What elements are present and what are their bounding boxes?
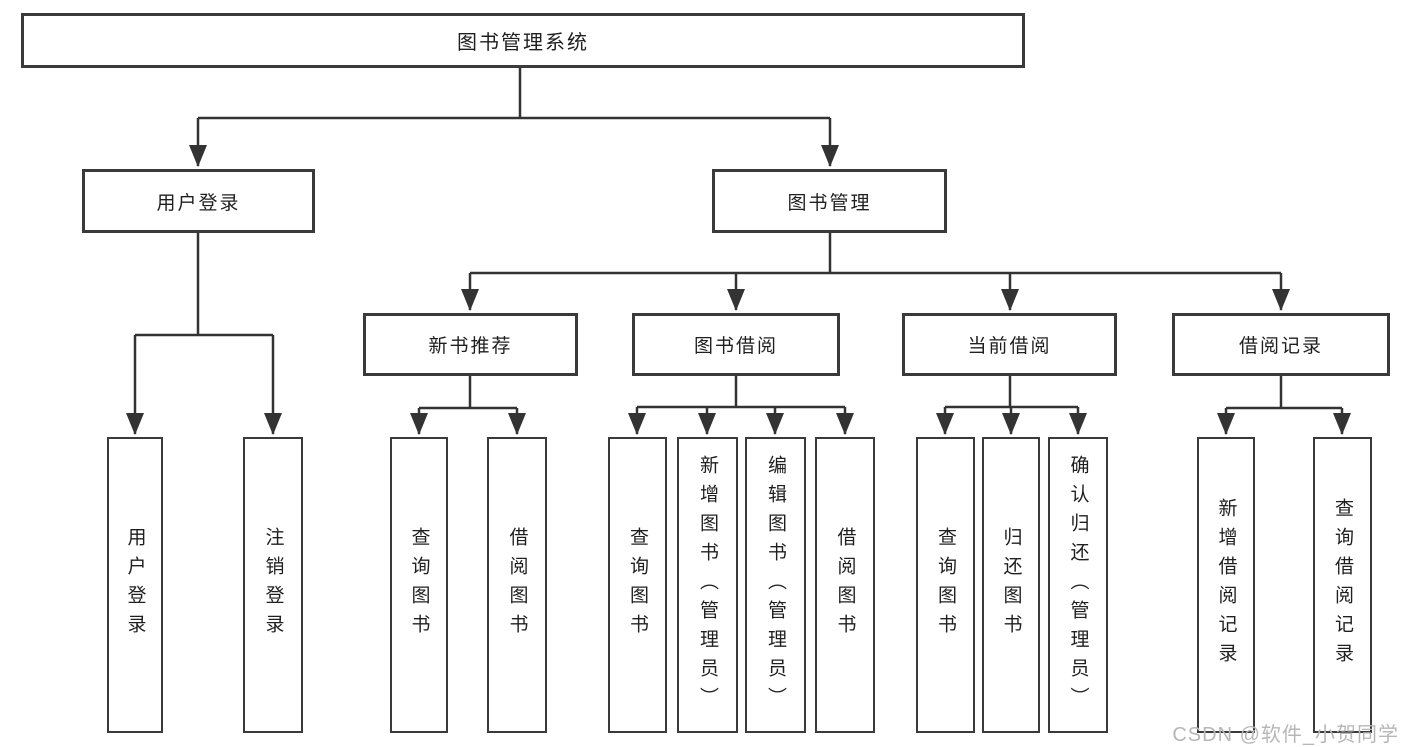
leaf-label: 归还图书 — [1000, 527, 1022, 643]
node-label: 当前借阅 — [967, 336, 1052, 357]
node-label: 借阅记录 — [1238, 336, 1323, 357]
leaf-query-borrow-record: 查询借阅记录 — [1313, 437, 1372, 733]
leaf-edit-book-admin: 编辑图书（管理员） — [745, 437, 806, 733]
leaf-label: 用户登录 — [124, 527, 146, 643]
leaf-user-login: 用户登录 — [107, 437, 163, 733]
node-current-borrow: 当前借阅 — [902, 313, 1117, 376]
leaf-query-books-recommend: 查询图书 — [390, 437, 448, 733]
csdn-watermark: CSDN @软件_小贺同学 — [1172, 724, 1399, 746]
node-book-management: 图书管理 — [712, 169, 947, 233]
leaf-query-books-current: 查询图书 — [916, 437, 975, 733]
node-user-login: 用户登录 — [82, 169, 315, 233]
node-new-book-recommend: 新书推荐 — [363, 313, 578, 376]
leaf-label: 新增借阅记录 — [1215, 498, 1237, 672]
leaf-label: 查询图书 — [627, 527, 648, 643]
leaf-add-borrow-record: 新增借阅记录 — [1197, 437, 1255, 733]
node-label: 用户登录 — [156, 192, 241, 214]
node-library-management-system: 图书管理系统 — [21, 13, 1025, 68]
node-label: 图书管理系统 — [457, 32, 589, 54]
node-borrow-records: 借阅记录 — [1172, 313, 1390, 376]
leaf-label: 新增图书（管理员） — [697, 454, 718, 716]
leaf-label: 借阅图书 — [834, 527, 856, 643]
leaf-query-books-borrow: 查询图书 — [608, 437, 667, 733]
leaf-borrow-books-recommend: 借阅图书 — [487, 437, 547, 733]
node-book-borrow: 图书借阅 — [632, 313, 840, 376]
node-label: 新书推荐 — [428, 336, 513, 357]
node-label: 图书管理 — [787, 192, 872, 214]
leaf-return-books: 归还图书 — [982, 437, 1040, 733]
leaf-label: 确认归还（管理员） — [1067, 454, 1089, 716]
leaf-label: 借阅图书 — [506, 527, 528, 643]
leaf-label: 查询借阅记录 — [1332, 498, 1353, 672]
leaf-label: 查询图书 — [935, 527, 956, 643]
leaf-label: 注销登录 — [262, 527, 284, 643]
leaf-add-book-admin: 新增图书（管理员） — [677, 437, 738, 733]
leaf-borrow-books: 借阅图书 — [815, 437, 875, 733]
node-label: 图书借阅 — [693, 336, 778, 357]
leaf-label: 查询图书 — [408, 527, 430, 643]
leaf-confirm-return-admin: 确认归还（管理员） — [1048, 437, 1108, 733]
leaf-logout: 注销登录 — [243, 437, 303, 733]
leaf-label: 编辑图书（管理员） — [765, 454, 786, 716]
